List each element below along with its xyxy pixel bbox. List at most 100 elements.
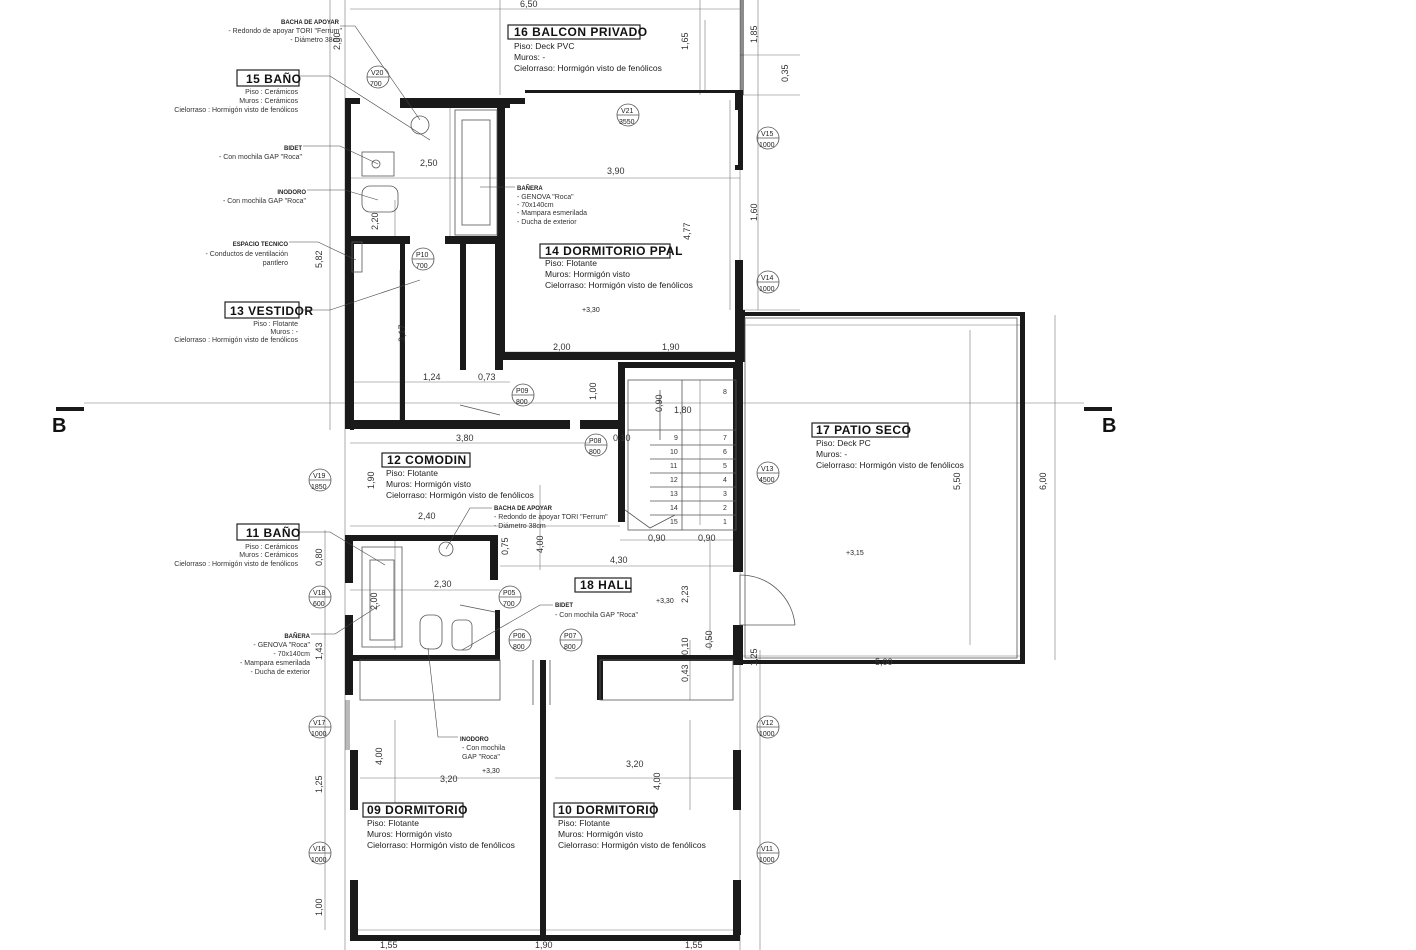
svg-text:Piso : Flotante: Piso : Flotante <box>253 321 298 328</box>
svg-text:BACHA DE APOYAR: BACHA DE APOYAR <box>494 506 553 512</box>
svg-text:2,00: 2,00 <box>553 342 571 352</box>
svg-text:6,00: 6,00 <box>1038 472 1048 490</box>
svg-text:1,90: 1,90 <box>366 471 376 489</box>
svg-text:1000: 1000 <box>759 857 775 864</box>
svg-text:Muros: -: Muros: - <box>514 52 545 62</box>
svg-text:1000: 1000 <box>759 731 775 738</box>
svg-text:800: 800 <box>564 644 576 651</box>
tag-P08: P08 800 <box>584 433 608 457</box>
walls-lower <box>345 535 741 941</box>
svg-text:+3,30: +3,30 <box>582 307 600 314</box>
room-vestidor: 13 VESTIDOR Piso : Flotante Muros : - Ci… <box>174 279 421 344</box>
room-dormitorio-ppal: 14 DORMITORIO PPAL Piso: Flotante Muros:… <box>539 243 693 290</box>
svg-text:8: 8 <box>723 389 727 396</box>
svg-text:1,00: 1,00 <box>588 382 598 400</box>
svg-text:12 COMODIN: 12 COMODIN <box>387 453 467 467</box>
dimensions: 6,50 1,65 1,85 0,35 2,00 2,50 3,90 4,77 … <box>314 0 1048 950</box>
svg-text:BIDET: BIDET <box>555 603 573 609</box>
section-label-right: B <box>1102 415 1116 437</box>
svg-text:- Con mochila GAP "Roca": - Con mochila GAP "Roca" <box>223 198 307 205</box>
svg-text:2,50: 2,50 <box>420 158 438 168</box>
svg-text:- Conductos de ventilación: - Conductos de ventilación <box>206 251 289 258</box>
tag-V12: V12 1000 <box>756 715 780 739</box>
svg-text:V20: V20 <box>371 70 384 77</box>
svg-text:ESPACIO TECNICO: ESPACIO TECNICO <box>233 242 289 248</box>
svg-text:1000: 1000 <box>311 857 327 864</box>
svg-text:1,85: 1,85 <box>749 25 759 43</box>
svg-text:6: 6 <box>723 449 727 456</box>
svg-text:Piso: Flotante: Piso: Flotante <box>386 468 438 478</box>
svg-text:- Diámetro 38cm: - Diámetro 38cm <box>494 523 546 530</box>
svg-text:Piso : Cerámicos: Piso : Cerámicos <box>245 89 298 96</box>
svg-text:Muros: Hormigón visto: Muros: Hormigón visto <box>545 269 630 279</box>
section-label-left: B <box>52 415 66 437</box>
svg-text:- Con mochila GAP "Roca": - Con mochila GAP "Roca" <box>219 154 303 161</box>
svg-text:- Mampara esmerilada: - Mampara esmerilada <box>517 210 587 217</box>
fixtures-drawing <box>351 109 498 651</box>
svg-text:P05: P05 <box>503 590 516 597</box>
svg-text:800: 800 <box>589 449 601 456</box>
svg-text:0,80: 0,80 <box>314 548 324 566</box>
room-dormitorio-10: 10 DORMITORIO Piso: Flotante Muros: Horm… <box>553 802 706 850</box>
fixture-bacha-1: BACHA DE APOYAR - Redondo de apoyar TORI… <box>228 20 421 121</box>
svg-text:Piso: Deck PVC: Piso: Deck PVC <box>514 41 574 51</box>
svg-text:0,73: 0,73 <box>478 372 496 382</box>
svg-text:- Con mochila: - Con mochila <box>462 745 505 752</box>
svg-text:V12: V12 <box>761 720 774 727</box>
svg-text:Cielorraso: Hormigón visto de: Cielorraso: Hormigón visto de fenólicos <box>816 460 964 470</box>
svg-text:Muros : Cerámicos: Muros : Cerámicos <box>239 98 298 105</box>
svg-text:V17: V17 <box>313 720 326 727</box>
svg-text:3: 3 <box>723 491 727 498</box>
svg-text:1000: 1000 <box>311 731 327 738</box>
svg-text:16 BALCON PRIVADO: 16 BALCON PRIVADO <box>514 25 648 39</box>
fixture-bidet-2: BIDET - Con mochila GAP "Roca" <box>461 603 639 651</box>
svg-text:V18: V18 <box>313 590 326 597</box>
svg-text:2,23: 2,23 <box>680 585 690 603</box>
svg-text:- GENOVA "Roca": - GENOVA "Roca" <box>517 194 574 201</box>
svg-text:11: 11 <box>670 463 677 470</box>
svg-text:+3,30: +3,30 <box>656 598 674 605</box>
room-dormitorio-09: 09 DORMITORIO Piso: Flotante Muros: Horm… <box>362 802 515 850</box>
svg-text:1,25: 1,25 <box>314 775 324 793</box>
svg-text:2,20: 2,20 <box>370 212 380 230</box>
svg-text:Muros: Hormigón visto: Muros: Hormigón visto <box>367 829 452 839</box>
svg-text:11 BAÑO: 11 BAÑO <box>246 525 301 540</box>
svg-text:2,30: 2,30 <box>434 579 452 589</box>
svg-text:13: 13 <box>670 491 678 498</box>
doors <box>459 404 796 705</box>
svg-text:Cielorraso : Hormigón visto de: Cielorraso : Hormigón visto de fenólicos <box>174 107 298 114</box>
svg-text:7: 7 <box>723 435 727 442</box>
room-bano-15: 15 BAÑO Piso : Cerámicos Muros : Cerámic… <box>174 69 431 141</box>
tag-P05: P05 700 <box>498 585 522 609</box>
svg-text:12: 12 <box>670 477 678 484</box>
svg-text:1,00: 1,00 <box>314 898 324 916</box>
room-balcon-privado: 16 BALCON PRIVADO Piso: Deck PVC Muros: … <box>507 24 662 73</box>
svg-text:0,10: 0,10 <box>613 433 631 443</box>
svg-text:P07: P07 <box>564 633 577 640</box>
tag-P07: P07 800 <box>559 628 583 652</box>
walls-right <box>733 0 1025 665</box>
svg-text:10: 10 <box>670 449 678 456</box>
svg-text:700: 700 <box>416 263 428 270</box>
svg-text:+3,30: +3,30 <box>482 768 500 775</box>
svg-text:1,80: 1,80 <box>674 405 692 415</box>
svg-text:700: 700 <box>503 601 515 608</box>
room-patio-seco: 17 PATIO SECO Piso: Deck PC Muros: - Cie… <box>811 422 964 470</box>
svg-text:- Redondo de apoyar TORI "Ferr: - Redondo de apoyar TORI "Ferrum" <box>494 514 608 521</box>
svg-text:4,00: 4,00 <box>374 747 384 765</box>
svg-text:- Diámetro 38cm: - Diámetro 38cm <box>290 37 342 44</box>
svg-text:Muros : Cerámicos: Muros : Cerámicos <box>239 552 298 559</box>
svg-text:0,43: 0,43 <box>680 664 690 682</box>
svg-text:2,00: 2,00 <box>332 32 342 50</box>
svg-text:V19: V19 <box>313 473 326 480</box>
svg-text:- Mampara esmerilada: - Mampara esmerilada <box>240 660 310 667</box>
svg-text:P08: P08 <box>589 438 602 445</box>
svg-text:1,90: 1,90 <box>662 342 680 352</box>
